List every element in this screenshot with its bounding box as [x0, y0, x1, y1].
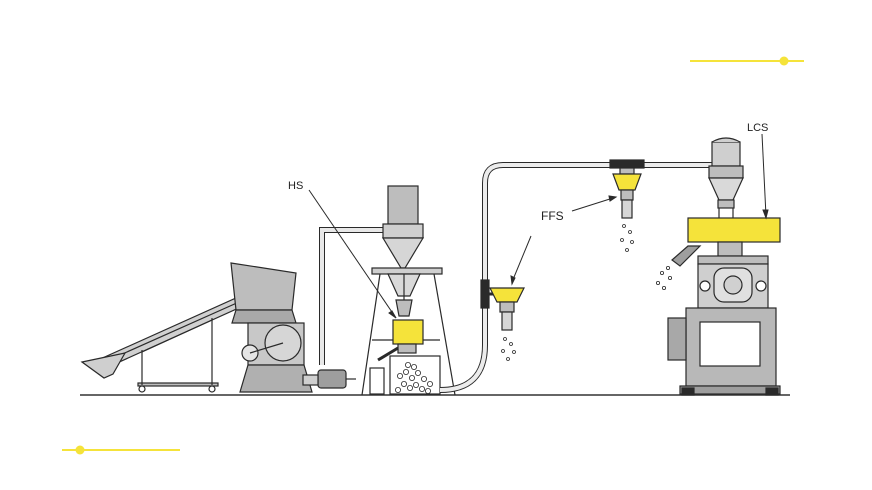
- cyclone-separator: [319, 185, 456, 396]
- label-ffs: FFS: [541, 209, 564, 223]
- label-lcs: LCS: [747, 122, 768, 134]
- ffs-unit-lower: [480, 279, 525, 361]
- lcs-machine: [656, 137, 781, 396]
- ffs-unit-upper: [609, 159, 645, 252]
- hs-separator-unit: [369, 319, 441, 395]
- bottom-left-yellow-accent-line: [62, 445, 180, 455]
- top-right-yellow-accent-line: [690, 56, 804, 66]
- granulator: [230, 262, 356, 393]
- pneumatic-pipe: [439, 162, 720, 393]
- label-leaders: [308, 133, 769, 319]
- infeed-conveyor: [80, 297, 244, 393]
- label-hs: HS: [288, 180, 303, 192]
